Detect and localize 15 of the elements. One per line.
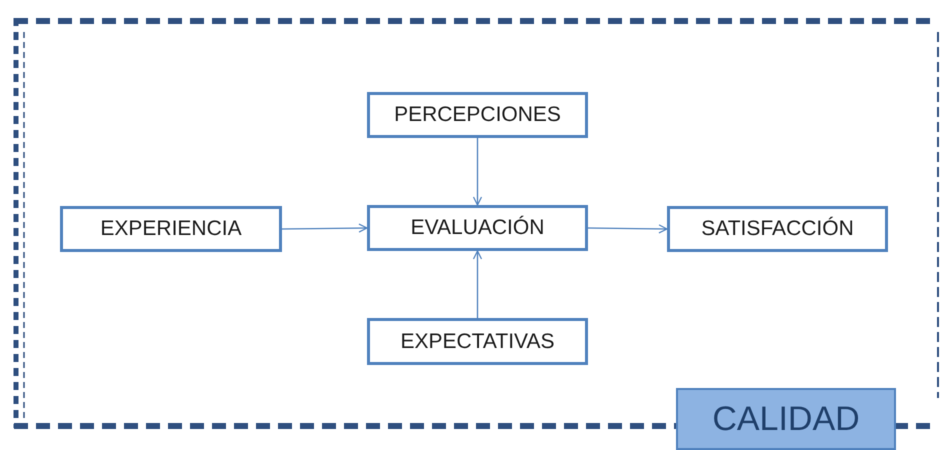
process-box — [667, 206, 888, 252]
process-box — [60, 206, 282, 252]
box-label: EXPERIENCIA — [100, 217, 242, 241]
box-label: EVALUACIÓN — [410, 216, 544, 240]
arrow — [472, 250, 482, 318]
arrow — [282, 224, 368, 233]
process-box — [367, 318, 588, 365]
process-box — [367, 205, 588, 251]
arrow — [588, 224, 668, 234]
arrow — [472, 138, 482, 206]
process-box — [367, 92, 588, 138]
box-label: PERCEPCIONES — [394, 103, 561, 127]
box-label: SATISFACCIÓN — [701, 217, 854, 241]
box-label: EXPECTATIVAS — [400, 330, 555, 354]
frame-title: CALIDAD — [676, 388, 896, 450]
